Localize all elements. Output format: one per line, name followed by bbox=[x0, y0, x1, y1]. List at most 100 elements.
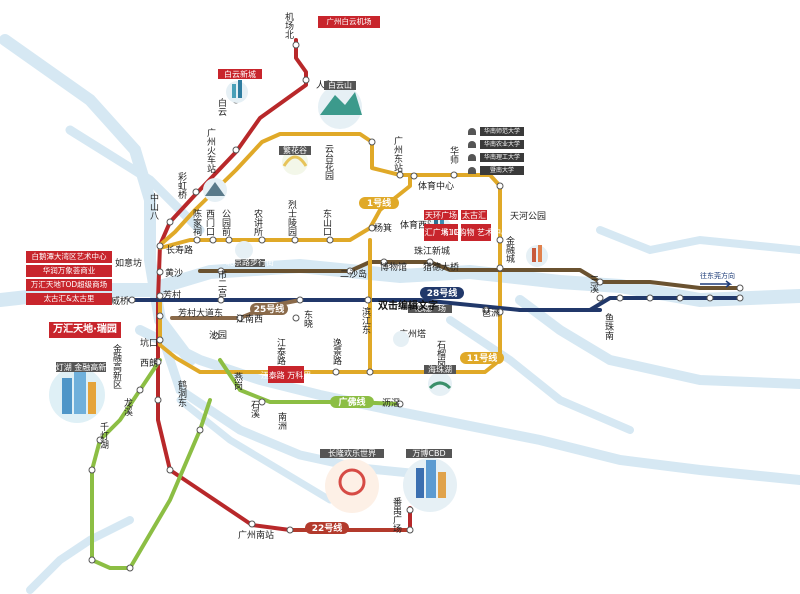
station-dot bbox=[736, 284, 744, 292]
station-dot bbox=[225, 236, 233, 244]
badge-line22 bbox=[305, 522, 349, 534]
stn-yijinglu: 逸景路 bbox=[331, 338, 342, 366]
station-dot bbox=[450, 171, 458, 179]
badge-line1-text: 1号线 bbox=[367, 197, 391, 209]
side-tag-2: 万汇天地TOD超级商场 bbox=[26, 279, 112, 291]
stn-huashi: 华师 bbox=[448, 145, 459, 165]
stn-shiergong: 市二宫 bbox=[216, 269, 227, 298]
station-dot bbox=[88, 466, 96, 474]
station-dot bbox=[706, 294, 714, 302]
station-dot bbox=[482, 306, 490, 314]
station-dot bbox=[258, 398, 266, 406]
station-dot bbox=[596, 294, 604, 302]
station-dot bbox=[616, 294, 624, 302]
university-icon bbox=[468, 154, 476, 161]
tag-jiangtai bbox=[268, 366, 304, 383]
tag-taihui bbox=[424, 224, 458, 241]
stn-gongyuanqian: 公园前 bbox=[220, 209, 231, 237]
poi-jinrongcheng-art bbox=[526, 245, 548, 267]
stn-shixi: 石溪 bbox=[249, 400, 260, 419]
tag-huacheng-text: 花城广场 bbox=[414, 303, 446, 313]
tag-flower bbox=[279, 146, 311, 155]
station-dot bbox=[406, 526, 414, 534]
tag-beijinglu bbox=[235, 259, 265, 267]
tag-baiyunxincheng bbox=[218, 69, 262, 79]
stn-chenjiaci: 陈家祠 bbox=[191, 208, 202, 237]
station-dot bbox=[136, 386, 144, 394]
station-dot bbox=[326, 236, 334, 244]
stn-jiangnanxi: 江南西 bbox=[236, 313, 263, 325]
station-dot bbox=[166, 218, 174, 226]
station-dot bbox=[332, 368, 340, 376]
stn-jinrongcheng: 金融城 bbox=[504, 235, 515, 264]
stn-yangji: 杨箕 bbox=[374, 222, 392, 234]
stn-longxi: 龙溪 bbox=[122, 397, 133, 417]
stn-nanzhou: 南洲 bbox=[276, 411, 287, 430]
stn-shayuan: 沙园 bbox=[209, 330, 227, 341]
stn-tianhegongyuan: 天河公园 bbox=[510, 210, 546, 222]
stn-jichangbei: 机场北 bbox=[283, 11, 294, 40]
east-arrow-icon bbox=[700, 280, 733, 288]
tag-baiyunxincheng-text: 白云新城 bbox=[224, 69, 256, 79]
station-dot bbox=[156, 312, 164, 320]
tag-changlong-text: 长隆欢乐世界 bbox=[328, 448, 376, 458]
poi-beijinglu-art bbox=[235, 241, 253, 259]
stn-jinrongxingaoxinqu: 金融高新区 bbox=[111, 343, 122, 389]
stn-nongjiangsuo: 农讲所 bbox=[252, 208, 263, 237]
station-dot bbox=[302, 76, 310, 84]
stn-gzdz: 广州东站 bbox=[392, 135, 403, 173]
line-badges: 1号线 25号线 28号线 11号线 22号线 广佛线 bbox=[250, 197, 504, 534]
line-2-gold bbox=[158, 132, 502, 374]
station-dot bbox=[368, 224, 376, 232]
edit-text-placeholder[interactable]: 双击编辑文字 bbox=[378, 301, 438, 312]
tag-taihui-text: 太汇广场 IGC bbox=[417, 227, 466, 237]
line-guangfo bbox=[90, 358, 212, 570]
tag-k11 bbox=[461, 224, 491, 241]
stn-qiandenghu: 千灯湖 bbox=[98, 422, 109, 450]
side-tag-3: 太古汇&太古里 bbox=[26, 293, 112, 305]
stn-hedongdong: 鹤洞东 bbox=[176, 379, 187, 407]
station-dot bbox=[166, 466, 174, 474]
uni-tag-1: 华南农业大学 bbox=[480, 140, 524, 149]
station-dot bbox=[217, 296, 225, 304]
badge-line1 bbox=[359, 197, 399, 209]
station-dot bbox=[380, 258, 388, 266]
tag-qiandeng-text: 千灯湖 金融高新区 bbox=[48, 362, 115, 372]
stn-xilang: 西朗 bbox=[140, 357, 158, 369]
badge-line25 bbox=[250, 303, 288, 315]
poi-baiyunxincheng-art bbox=[226, 81, 248, 103]
station-dot bbox=[209, 236, 217, 244]
stn-ximenkou: 西门口 bbox=[204, 209, 215, 236]
poi-illustrations bbox=[49, 80, 548, 513]
university-icon bbox=[468, 141, 476, 148]
station-dot bbox=[366, 368, 374, 376]
stn-tiyuzhongxin: 体育中心 bbox=[418, 180, 454, 192]
stn-binjiangdong: 滨江东 bbox=[360, 306, 371, 334]
station-dot bbox=[156, 292, 164, 300]
stn-baiyun: 白云 bbox=[216, 97, 227, 117]
station-dot bbox=[496, 182, 504, 190]
station-dot bbox=[258, 236, 266, 244]
stn-dongshankou: 东山口 bbox=[321, 208, 332, 236]
badge-line28 bbox=[420, 287, 464, 299]
tag-tianhuan-text: 天环广场 bbox=[425, 210, 457, 220]
stn-bowuguan: 博物馆 bbox=[380, 261, 407, 273]
station-dot bbox=[296, 296, 304, 304]
badge-line11 bbox=[460, 352, 504, 364]
station-dot bbox=[286, 526, 294, 534]
station-dot bbox=[128, 296, 136, 304]
uni-tag-2: 华南理工大学 bbox=[480, 153, 524, 162]
poi-flower-art bbox=[282, 149, 308, 175]
stn-fangcun: 芳村 bbox=[163, 289, 181, 301]
stn-lieshilingyuan: 烈士陵园 bbox=[286, 200, 297, 237]
uni-tag-3: 暨南大学 bbox=[480, 166, 524, 175]
station-dot bbox=[396, 400, 404, 408]
station-dot bbox=[248, 520, 256, 528]
stn-caihongqiao: 彩虹桥 bbox=[176, 172, 187, 200]
poi-tags: 白云新城 白云山 繁花谷 江泰路 万科里 海珠湖 长隆欢乐世界 万博CBD 天环… bbox=[48, 69, 509, 458]
airport-tag: 广州白云机场 bbox=[318, 16, 380, 28]
station-dot bbox=[364, 296, 372, 304]
station-dot bbox=[410, 172, 418, 180]
tag-taiguhui-text: 太古汇 bbox=[462, 210, 486, 220]
